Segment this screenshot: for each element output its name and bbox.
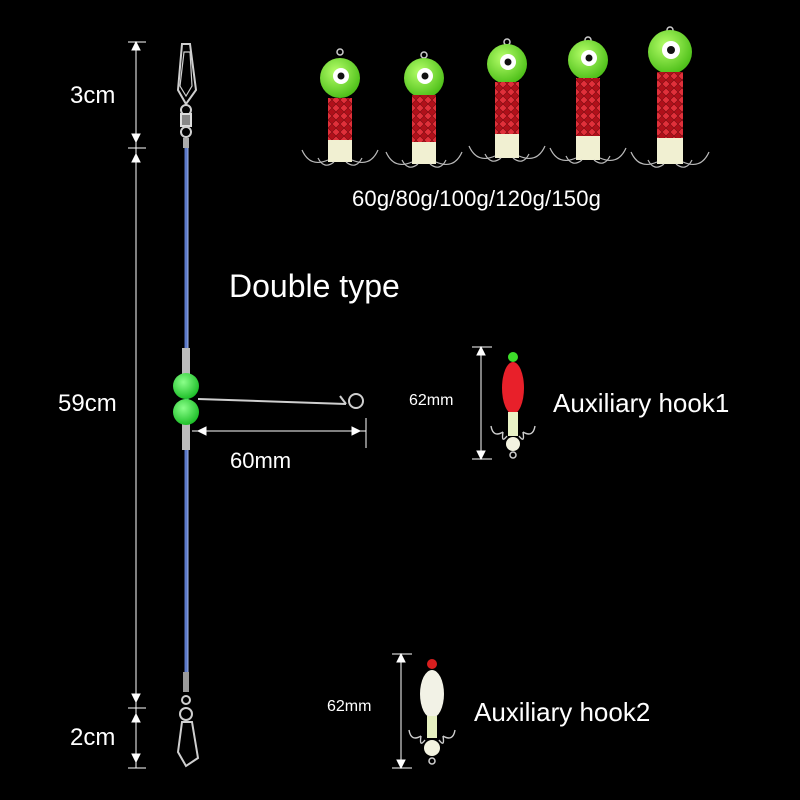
dimension-lines [128, 40, 146, 769]
top-length-label: 3cm [70, 82, 116, 109]
squid-jig-150g [630, 26, 710, 168]
hook2-dimension [392, 652, 412, 770]
hook2-length-label: 62mm [327, 698, 372, 715]
top-snap-swivel [176, 43, 198, 148]
arm-length-label: 60mm [230, 448, 292, 473]
hook1-dimension [472, 345, 492, 461]
bottom-snap [176, 672, 200, 768]
main-length-label: 59cm [58, 390, 117, 417]
auxiliary-hook2-lure [408, 659, 456, 765]
branch-junction [173, 348, 364, 450]
hook1-name-label: Auxiliary hook1 [553, 388, 730, 418]
squid-jig-100g [468, 38, 546, 162]
bottom-length-label: 2cm [70, 724, 116, 751]
hook2-name-label: Auxiliary hook2 [474, 697, 651, 727]
squid-jig-120g [549, 36, 627, 164]
hook1-length-label: 62mm [409, 392, 454, 409]
squid-jig-80g [385, 51, 463, 168]
arm-dimension [192, 418, 367, 448]
weights-label: 60g/80g/100g/120g/150g [352, 186, 602, 211]
page-title: Double type [229, 268, 400, 304]
squid-jig-60g [301, 48, 379, 166]
auxiliary-hook1-lure [490, 352, 536, 459]
